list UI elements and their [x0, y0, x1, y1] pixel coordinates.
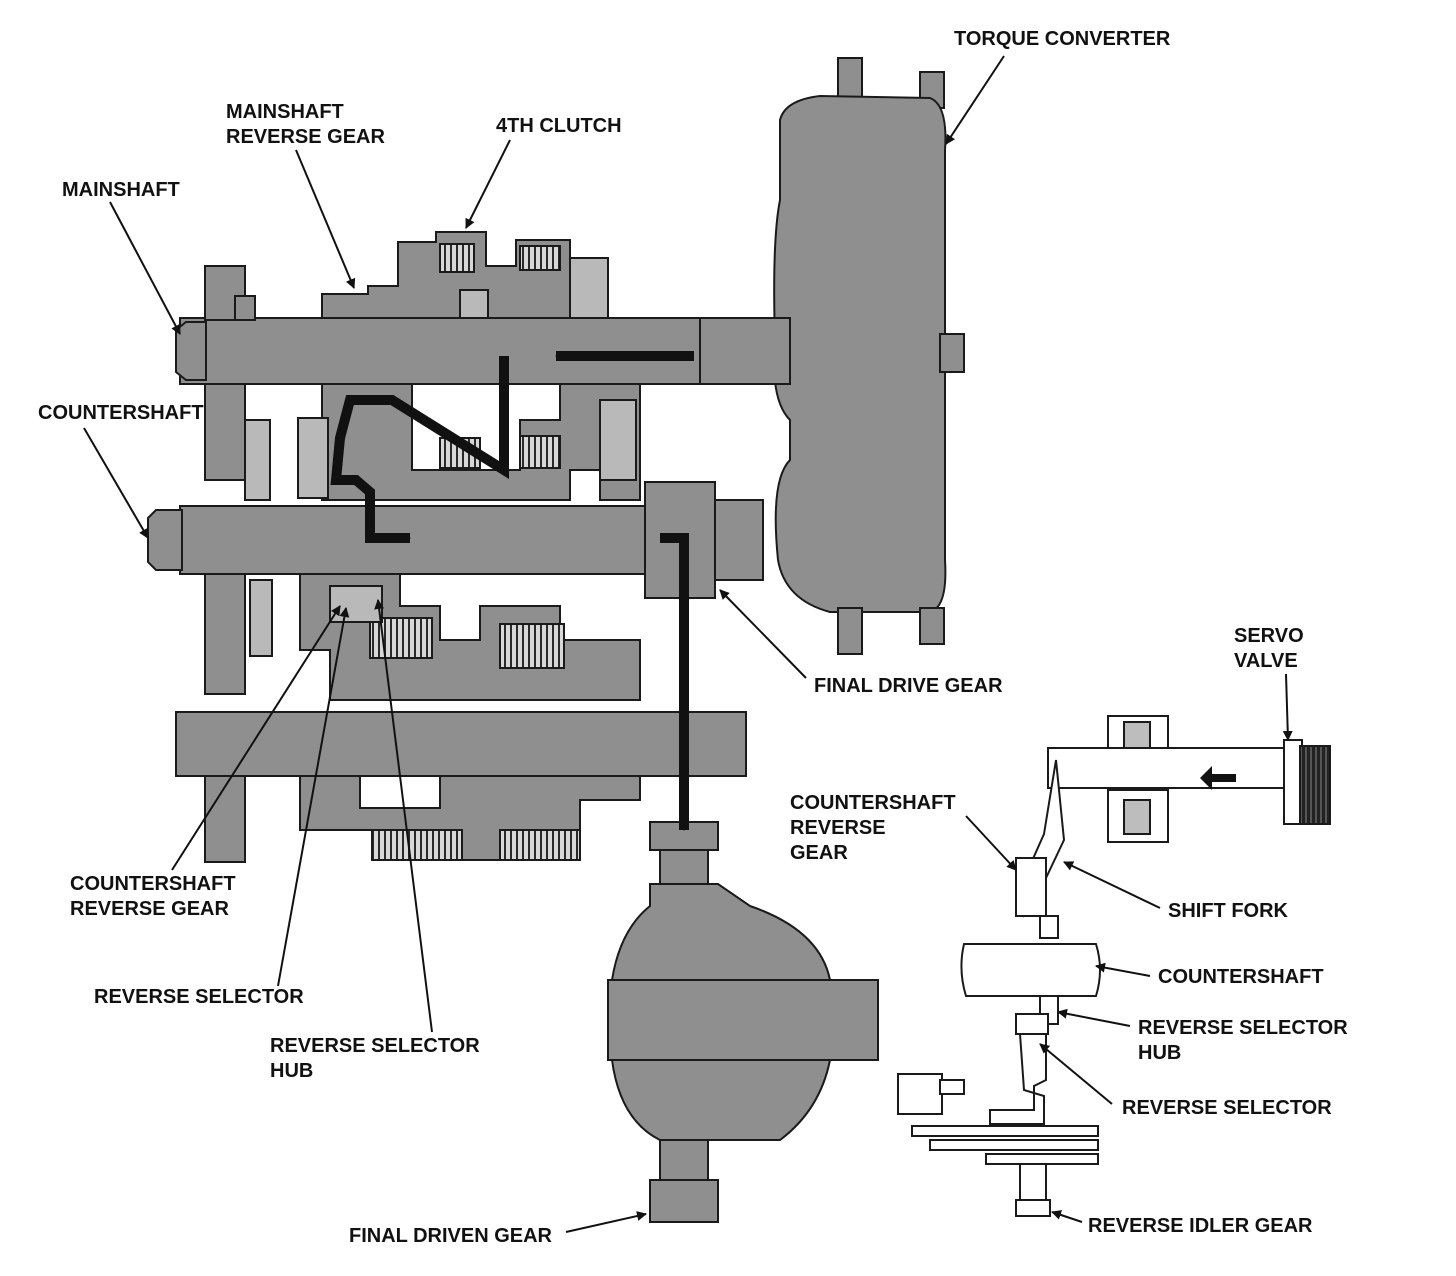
- countershaft-lower-gears: [204, 573, 641, 701]
- label-line-1: MAINSHAFT: [226, 101, 344, 123]
- label-line-1: SERVO: [1234, 625, 1304, 647]
- label-servo-valve: SERVO VALVE: [1234, 624, 1304, 674]
- leader-lines: [83, 55, 1293, 1233]
- label-line-2: REVERSE GEAR: [226, 126, 385, 148]
- label-detail-countershaft-reverse-gear: COUNTERSHAFT REVERSE GEAR: [790, 791, 956, 866]
- label-detail-reverse-selector-hub: REVERSE SELECTOR HUB: [1138, 1016, 1348, 1066]
- label-line-1: REVERSE SELECTOR: [270, 1035, 480, 1057]
- power-flow-path: [330, 351, 694, 831]
- mainshaft-gears: [204, 231, 609, 321]
- label-torque-converter: TORQUE CONVERTER: [954, 28, 1171, 50]
- detail-lower-assembly: [897, 1013, 1099, 1217]
- differential: [607, 821, 879, 1223]
- label-mainshaft-reverse-gear: MAINSHAFT REVERSE GEAR: [226, 100, 385, 150]
- label-reverse-selector-hub: REVERSE SELECTOR HUB: [270, 1034, 480, 1084]
- countershaft: [147, 481, 764, 599]
- label-final-drive-gear: FINAL DRIVE GEAR: [814, 675, 1003, 697]
- detail-countershaft: [960, 915, 1101, 1025]
- label-reverse-idler-gear: REVERSE IDLER GEAR: [1088, 1215, 1313, 1237]
- secondary-shaft: [175, 711, 747, 863]
- label-line-2: HUB: [270, 1060, 314, 1082]
- label-line-1: COUNTERSHAFT: [70, 873, 236, 895]
- label-detail-reverse-selector: REVERSE SELECTOR: [1122, 1097, 1332, 1119]
- detail-servo-valve: [1047, 715, 1331, 843]
- label-line-3: GEAR: [790, 842, 848, 864]
- label-reverse-selector: REVERSE SELECTOR: [94, 986, 304, 1008]
- label-countershaft-reverse-gear: COUNTERSHAFT REVERSE GEAR: [70, 872, 236, 922]
- label-mainshaft: MAINSHAFT: [62, 179, 180, 201]
- label-line-2: HUB: [1138, 1042, 1182, 1064]
- detail-shift-fork: [1015, 759, 1066, 918]
- label-line-1: REVERSE SELECTOR: [1138, 1017, 1348, 1039]
- label-line-2: VALVE: [1234, 650, 1298, 672]
- mainshaft-lower-gears: [204, 383, 641, 501]
- label-line-1: COUNTERSHAFT: [790, 792, 956, 814]
- mainshaft: [175, 317, 965, 385]
- label-line-2: REVERSE: [790, 817, 886, 839]
- label-4th-clutch: 4TH CLUTCH: [496, 115, 622, 137]
- label-detail-countershaft: COUNTERSHAFT: [1158, 966, 1324, 988]
- label-countershaft: COUNTERSHAFT: [38, 402, 204, 424]
- label-final-driven-gear: FINAL DRIVEN GEAR: [349, 1225, 552, 1247]
- label-shift-fork: SHIFT FORK: [1168, 900, 1288, 922]
- torque-converter: [773, 57, 947, 655]
- label-line-2: REVERSE GEAR: [70, 898, 229, 920]
